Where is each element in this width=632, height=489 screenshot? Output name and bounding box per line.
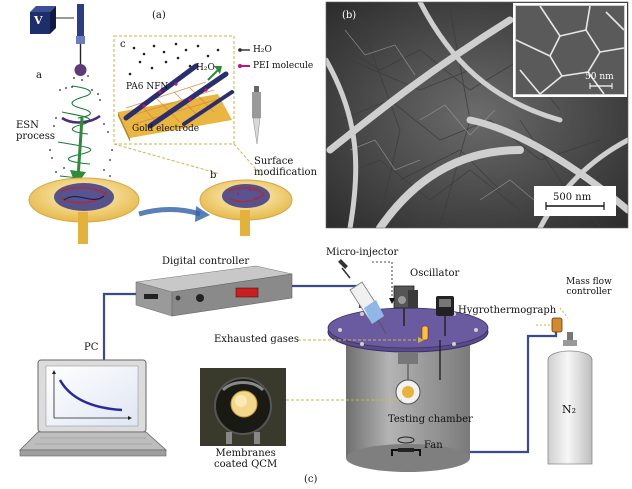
inset-nfn-illustration <box>118 42 234 142</box>
pc-label: PC <box>84 342 99 353</box>
legend-pei-label: PEI molecule <box>253 61 314 71</box>
micropipette-icon <box>252 86 261 145</box>
inset-scale-label: 50 nm <box>585 72 614 82</box>
n2-gas-cylinder <box>547 332 593 465</box>
qcm-photo <box>200 368 286 446</box>
sem-scalebar <box>534 186 616 216</box>
jet-dots <box>49 75 113 177</box>
hygrothermograph-label: Hygrothermograph <box>458 305 557 316</box>
exhausted-gases-label: Exhausted gases <box>214 334 299 345</box>
step-a-label: a <box>36 70 42 81</box>
pa6-nfn-label: PA6 NFN <box>126 82 169 92</box>
laptop-pc <box>19 359 168 457</box>
panel-b-label: (b) <box>342 10 357 21</box>
esn-process-label: ESN process <box>16 120 55 142</box>
mass-flow-controller-device <box>551 317 563 333</box>
hygrothermograph-device <box>436 296 454 336</box>
gas-supply-line <box>470 324 558 454</box>
mass-flow-controller-label: Mass flow controller <box>566 277 612 297</box>
legend-pei-icon <box>238 64 250 68</box>
legend-h2o-icon <box>238 48 250 52</box>
step-b-label: b <box>210 170 217 181</box>
testing-chamber-vessel <box>327 307 489 472</box>
inset-c-label: c <box>120 39 126 50</box>
pc-controller-cable <box>102 292 136 380</box>
micro-injector-syringe <box>338 259 387 335</box>
fan-label: Fan <box>424 440 443 451</box>
inset-frame <box>113 35 235 145</box>
inset-h2o-label: H₂O <box>196 63 215 73</box>
sem-inset <box>513 3 627 97</box>
fan-icon <box>391 436 421 456</box>
process-arrow <box>76 117 84 179</box>
oscillator-device <box>393 285 418 326</box>
main-scale-label: 500 nm <box>553 192 592 203</box>
n2-label: N₂ <box>562 403 577 416</box>
gold-electrode-label: Gold electrode <box>132 124 200 134</box>
membranes-label: Membranes coated QCM <box>214 448 278 470</box>
surface-modification-label: Surface modification <box>254 156 318 178</box>
collector-disk-b <box>199 179 293 236</box>
voltage-label: V <box>34 14 43 27</box>
progress-arrow <box>138 207 201 217</box>
collector-disk-a <box>28 177 140 244</box>
exhaust-vent <box>421 325 429 341</box>
digital-controller-device <box>135 265 293 317</box>
oscillator-label: Oscillator <box>410 268 460 279</box>
controller-chamber-cable <box>292 284 362 308</box>
spinneret-syringe <box>74 4 87 76</box>
panel-c-label: (c) <box>304 474 318 485</box>
legend-h2o-label: H₂O <box>253 45 272 55</box>
voltage-source <box>30 6 56 34</box>
digital-controller-label: Digital controller <box>162 256 250 267</box>
micro-injector-label: Micro-injector <box>326 247 399 258</box>
testing-chamber-label: Testing chamber <box>388 414 473 425</box>
panel-a-label: (a) <box>152 10 166 21</box>
